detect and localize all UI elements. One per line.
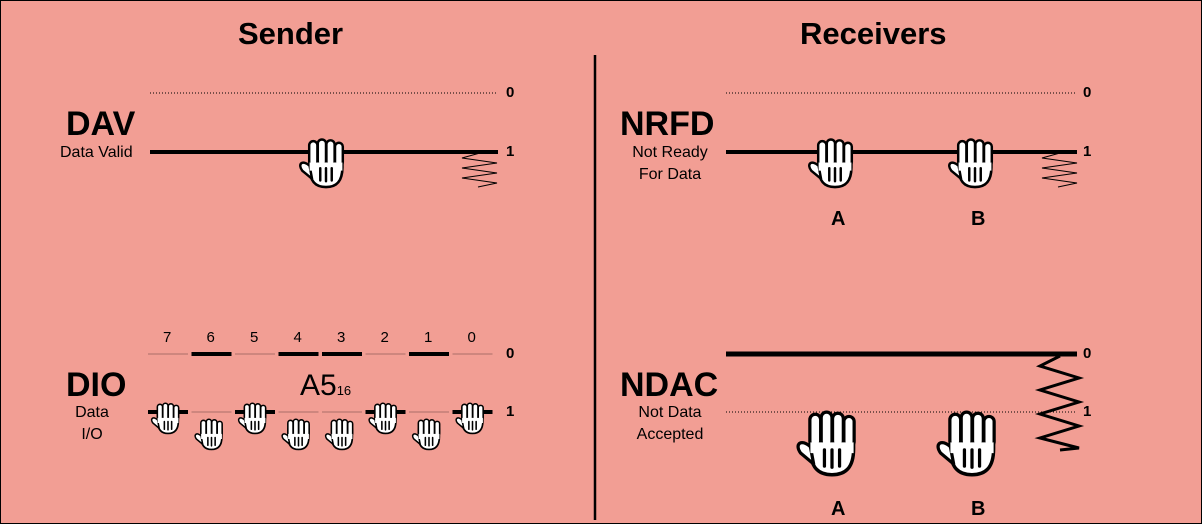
dio-bit-3-hand-icon (324, 418, 354, 451)
dio-bit-0-hand-icon (455, 402, 484, 435)
nrfd-hand-a-icon (807, 138, 854, 189)
nrfd-receiver-a-label: A (831, 208, 846, 230)
dav-level0-label: 0 (506, 84, 515, 101)
receivers-title: Receivers (800, 16, 947, 51)
ndac-receiver-a-label: A (831, 498, 846, 520)
dio-bit-label: 3 (337, 329, 346, 346)
ndac-description-line2: Accepted (636, 426, 704, 443)
ndac-hand-a-icon (796, 410, 856, 477)
dio-hex-base: 16 (336, 383, 352, 398)
dio-bit-2-hand-icon (368, 402, 397, 435)
ndac-description-line1: Not Data (638, 404, 702, 421)
dio-bit-5-hand-icon (237, 402, 267, 435)
ndac-description: Not Data Accepted (610, 402, 730, 446)
ndac-level0-label: 0 (1083, 345, 1092, 362)
sender-title: Sender (238, 16, 344, 51)
ndac-spring (1034, 354, 1085, 452)
dio-description-line2: I/O (81, 426, 103, 443)
ndac-label: NDAC (620, 366, 719, 404)
nrfd-receiver-b-label: B (971, 208, 986, 230)
dio-bit-label: 0 (467, 329, 476, 346)
dio-bit-label: 4 (293, 329, 302, 346)
dio-hex-value: A516 (300, 369, 351, 403)
dio-bit-1-hand-icon (411, 418, 441, 451)
dav-description: Data Valid (60, 144, 133, 161)
dav-label: DAV (66, 105, 136, 143)
dio-description-line1: Data (75, 404, 109, 421)
nrfd-description-line2: For Data (638, 166, 702, 183)
dio-bit-label: 6 (206, 329, 215, 346)
dio-bit-label: 1 (424, 329, 433, 346)
dav-level1-label: 1 (506, 143, 515, 160)
dio-bit-6-hand-icon (194, 418, 223, 451)
dio-level1-label: 1 (506, 403, 515, 420)
dio-bit-4-hand-icon (281, 418, 310, 451)
nrfd-level1-label: 1 (1083, 143, 1092, 160)
dio-bit-label: 7 (163, 329, 172, 346)
nrfd-label: NRFD (620, 105, 715, 143)
dav-hand-icon (298, 138, 345, 189)
nrfd-spring (1041, 152, 1078, 188)
dav-spring (461, 152, 498, 188)
dio-level0-label: 0 (506, 345, 515, 362)
dio-bit-7-hand-icon (150, 402, 180, 435)
dio-bit-label: 2 (380, 329, 389, 346)
ndac-hand-b-icon (936, 410, 996, 477)
dio-description: Data I/O (62, 402, 122, 446)
dio-hex-digits: A5 (300, 369, 337, 402)
ndac-level1-label: 1 (1083, 403, 1092, 420)
ndac-receiver-b-label: B (971, 498, 986, 520)
nrfd-description-line1: Not Ready (632, 144, 708, 161)
dio-bit-label: 5 (250, 329, 259, 346)
dio-label: DIO (66, 366, 127, 404)
nrfd-description: Not Ready For Data (610, 142, 730, 186)
nrfd-level0-label: 0 (1083, 84, 1092, 101)
nrfd-hand-b-icon (947, 138, 994, 189)
